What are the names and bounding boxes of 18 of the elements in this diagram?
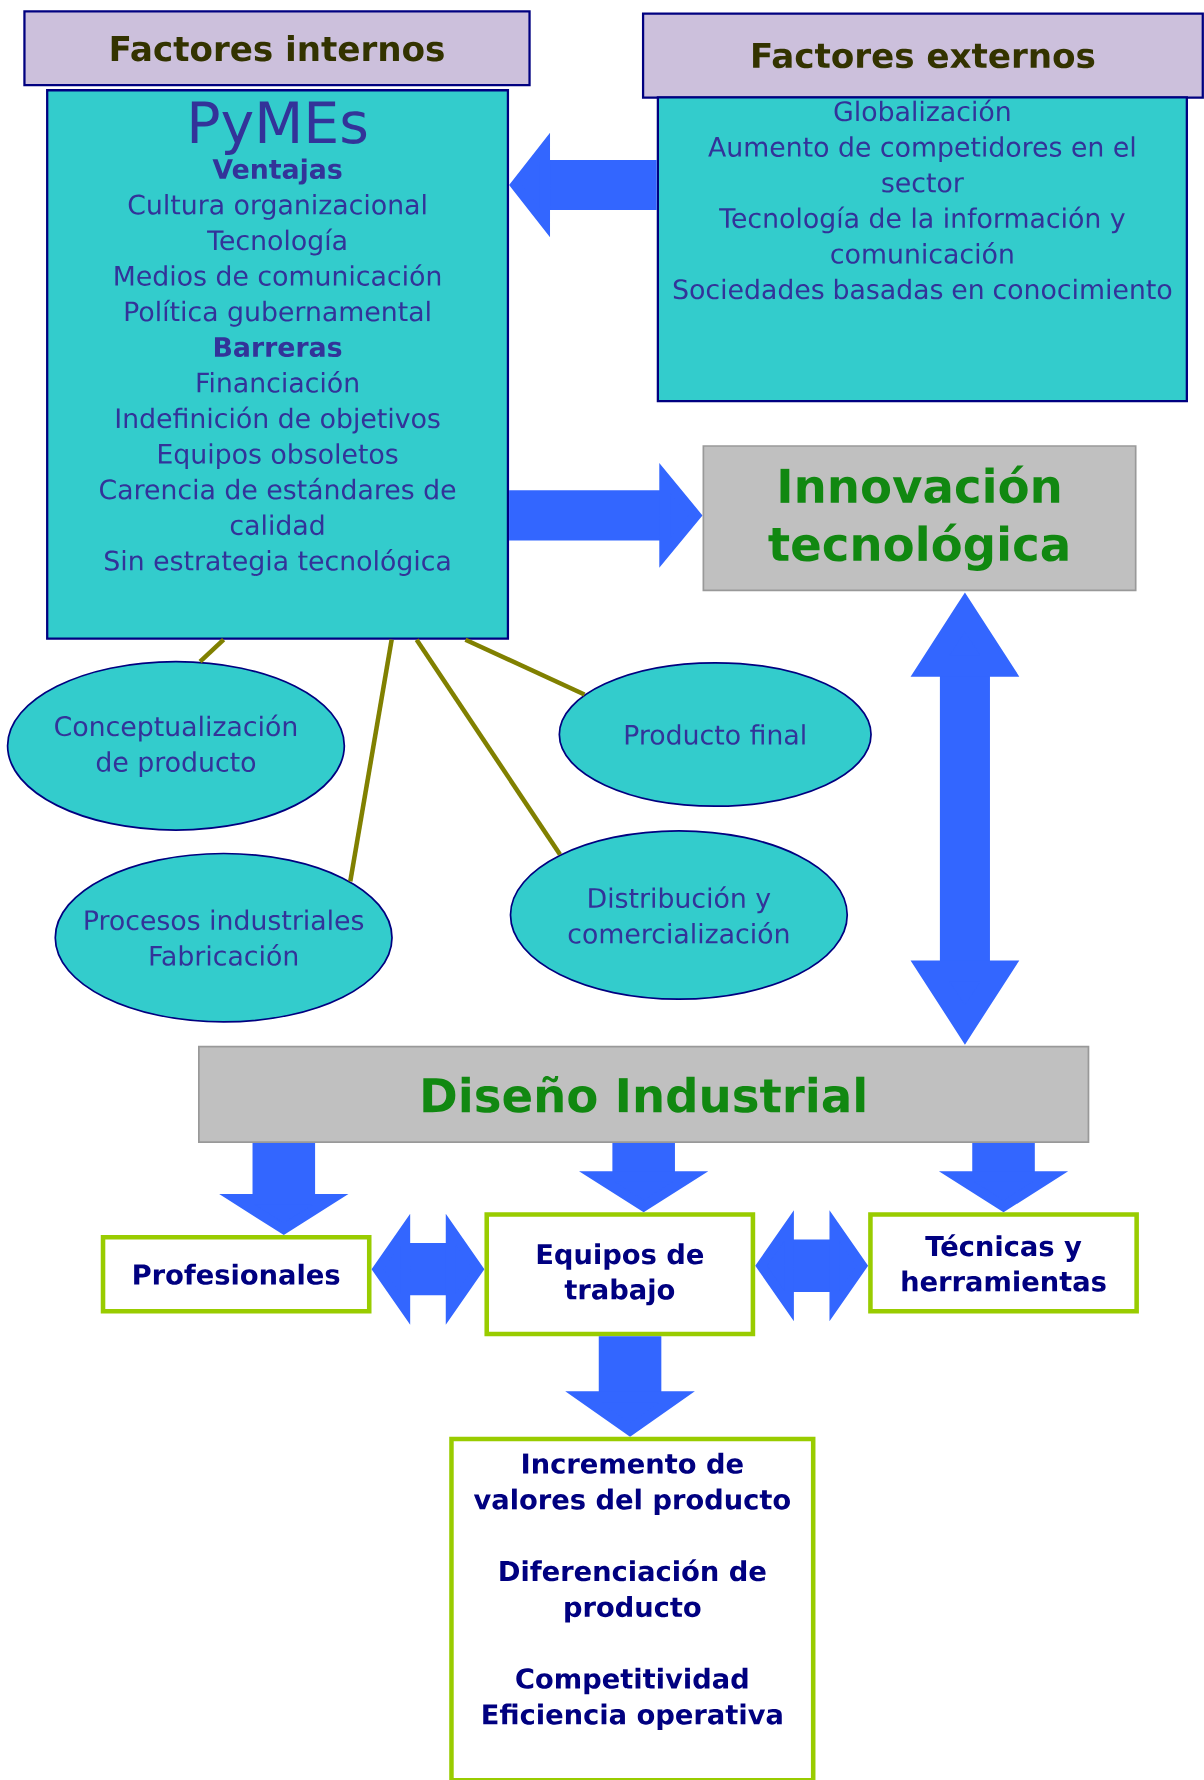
title-box: Innovación tecnológica: [702, 445, 1137, 592]
connector-line: [414, 638, 562, 856]
oval: Procesos industriales Fabricación: [54, 852, 393, 1023]
oval: Distribución y comercialización: [509, 829, 848, 1001]
text-box: PyMEs Ventajas Cultura organizacional Tecnología Medios de comunicación Política gubernamental Barreras Financiación Indefinición de objetivos Equipos obsoletos Carencia de estándares de calidad Sin estrategia tecnológica: [45, 89, 509, 640]
text-box: Técnicas y herramientas: [867, 1212, 1139, 1314]
heading-box: Factores internos: [23, 10, 531, 87]
text-box: Equipos de trabajo: [484, 1212, 755, 1337]
heading-box: Factores externos: [641, 12, 1204, 99]
connector-line: [198, 638, 225, 664]
oval: Conceptualización de producto: [6, 660, 345, 831]
connector-line: [464, 637, 586, 697]
text-box: Globalización Aumento de competidores en el sector Tecnología de la información y comunicación Sociedades basadas en conocimiento: [656, 96, 1188, 403]
text-box: Profesionales: [100, 1235, 372, 1314]
text-box: Incremento de valores del producto Diferenciación de producto Competitividad Eficiencia operativa: [448, 1436, 816, 1780]
connector-line: [347, 639, 394, 882]
oval: Producto final: [558, 661, 872, 807]
title-box: Diseño Industrial: [197, 1045, 1090, 1143]
